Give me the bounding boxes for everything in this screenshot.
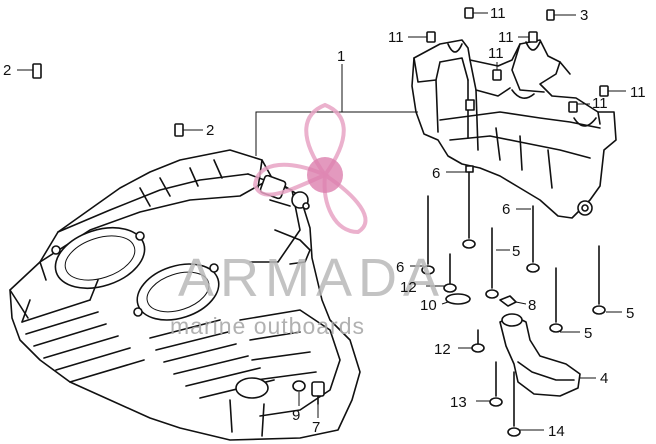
bolts [292, 165, 606, 437]
callout-11: 11 [592, 95, 608, 112]
callout-5: 5 [512, 243, 520, 260]
upper-crankcase [411, 39, 617, 219]
callout-9: 9 [292, 407, 300, 424]
propeller-logo [252, 102, 368, 235]
callout-2: 2 [206, 122, 214, 139]
callout-11: 11 [498, 29, 514, 46]
callout-5: 5 [584, 325, 592, 342]
watermark-tagline: marine outboards [170, 313, 365, 339]
callout-3: 3 [580, 7, 588, 24]
small-screws [32, 9, 555, 137]
callout-8: 8 [528, 297, 536, 314]
callout-12: 12 [434, 341, 451, 358]
callout-6: 6 [502, 201, 510, 218]
callout-6: 6 [432, 165, 440, 182]
leader-lines [17, 12, 626, 431]
lower-crankcase [9, 149, 361, 441]
callout-11: 11 [488, 45, 504, 62]
callout-11: 11 [490, 5, 506, 22]
callout-4: 4 [600, 370, 608, 387]
callout-12: 12 [400, 279, 417, 296]
callout-11: 11 [388, 29, 404, 46]
watermark-brand: ARMADA [178, 248, 445, 308]
watermark: ARMADA marine outboards [170, 102, 445, 339]
callout-5: 5 [626, 305, 634, 322]
callout-2: 2 [3, 62, 11, 79]
oil-strainer [499, 313, 581, 397]
callout-14: 14 [548, 423, 565, 440]
callout-10: 10 [420, 297, 437, 314]
callout-1: 1 [337, 48, 345, 65]
callout-13: 13 [450, 394, 467, 411]
callout-11: 11 [630, 84, 646, 101]
callout-7: 7 [312, 419, 320, 436]
callout-6: 6 [396, 259, 404, 276]
callout-labels: 1 2 2 3 4 5 5 5 6 6 6 7 8 9 10 11 11 11 … [3, 5, 646, 440]
